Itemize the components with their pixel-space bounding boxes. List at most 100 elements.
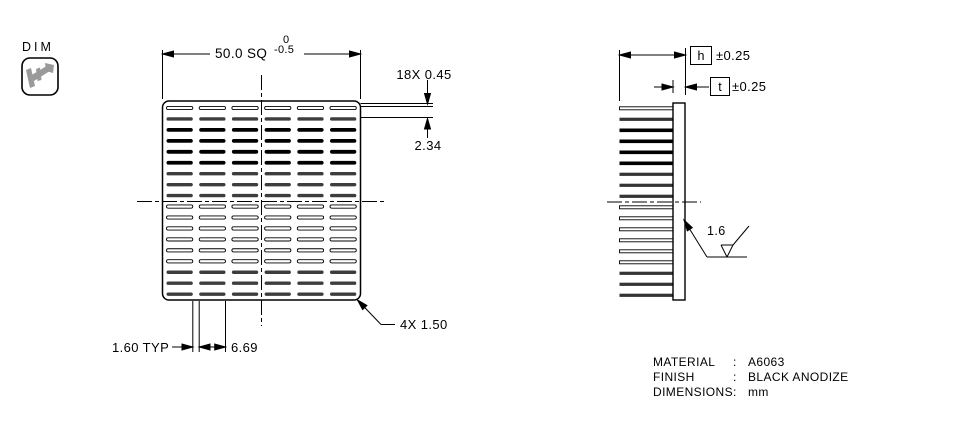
slot (329, 248, 357, 253)
slot (296, 259, 325, 264)
note-value: A6063 (748, 355, 785, 369)
slot (297, 182, 324, 187)
slot-count-dimension-label: 18X 0.45 (396, 67, 452, 82)
slot (264, 215, 292, 220)
slot (198, 204, 226, 209)
arrowhead (160, 50, 174, 58)
slot (264, 117, 291, 121)
surface-roughness-value: 1.6 (707, 224, 726, 238)
arrowhead (682, 218, 694, 232)
slot (296, 248, 325, 253)
slot (231, 160, 259, 165)
slot (231, 270, 259, 274)
fin (619, 172, 673, 176)
slot (231, 128, 259, 132)
fin (619, 238, 674, 243)
slot (297, 193, 324, 198)
gap-dimension-label: 1.60 TYP (112, 340, 170, 355)
slot (297, 172, 324, 176)
slot-pitch-dimension-label: 2.34 (414, 138, 442, 153)
note-label: DIMENSIONS (653, 385, 734, 400)
slot (166, 172, 193, 176)
slot (199, 149, 226, 154)
slot (231, 292, 259, 296)
slot (264, 292, 291, 296)
fin (619, 183, 673, 187)
slot (166, 248, 194, 253)
slot (330, 117, 357, 121)
corner-radius-dimension-label: 4X 1.50 (400, 317, 448, 332)
slot (199, 138, 226, 143)
fin (619, 205, 674, 210)
slot (296, 226, 325, 231)
fin (619, 106, 674, 111)
slot (166, 105, 194, 111)
slot (264, 160, 291, 165)
fin (619, 260, 674, 265)
fin (619, 150, 673, 155)
slot (231, 138, 259, 143)
slot (231, 105, 259, 111)
slot (264, 270, 291, 274)
slot (166, 149, 193, 154)
note-row-dimensions: DIMENSIONS : mm (653, 385, 849, 400)
tolerance-lower: -0.5 (274, 43, 295, 56)
roughness-check (726, 244, 734, 258)
fin (619, 293, 673, 297)
arrowhead (197, 343, 211, 351)
slot (166, 215, 194, 220)
note-value: BLACK ANODIZE (748, 370, 849, 385)
note-row-finish: FINISH : BLACK ANODIZE (653, 370, 849, 385)
slot (198, 237, 226, 242)
slot (198, 259, 226, 264)
front-view-dimensions (160, 50, 433, 352)
side-view (607, 102, 701, 301)
slot (231, 193, 259, 198)
arrowhead (674, 51, 688, 59)
slot (330, 160, 357, 165)
arrowhead (349, 50, 363, 58)
slot-grid (166, 105, 357, 296)
slot (264, 105, 292, 111)
slot (199, 182, 226, 187)
arrowhead (661, 83, 675, 91)
roughness-tail (732, 225, 750, 246)
slot (231, 226, 259, 231)
slot (231, 281, 259, 285)
fin (619, 194, 673, 198)
slot (329, 226, 357, 231)
slot (231, 149, 259, 154)
slot (296, 215, 325, 220)
height-symbol-box: h (690, 46, 712, 65)
slot (231, 117, 259, 121)
roughness-check (720, 244, 728, 258)
height-tolerance-label: ±0.25 (716, 48, 751, 63)
note-label: MATERIAL (653, 355, 716, 369)
slot (231, 215, 259, 220)
fin (619, 161, 673, 166)
slot (199, 117, 226, 121)
arrowhead (181, 343, 195, 351)
slot (297, 160, 324, 165)
front-view (137, 75, 387, 326)
arrowhead (214, 343, 228, 351)
slot (166, 270, 193, 274)
slot (330, 281, 357, 285)
dim-stamp-label: DIM (22, 40, 54, 54)
slot (264, 138, 291, 143)
slot (166, 117, 193, 121)
slot (329, 105, 357, 111)
slot (330, 182, 357, 187)
fin (619, 128, 673, 133)
slot (166, 226, 194, 231)
arrowhead (617, 51, 631, 59)
slot (330, 172, 357, 176)
slot (198, 105, 226, 111)
thickness-symbol-box: t (710, 77, 730, 96)
slot (198, 226, 226, 231)
slot (296, 237, 325, 242)
slot (330, 149, 357, 154)
slot (296, 204, 325, 209)
